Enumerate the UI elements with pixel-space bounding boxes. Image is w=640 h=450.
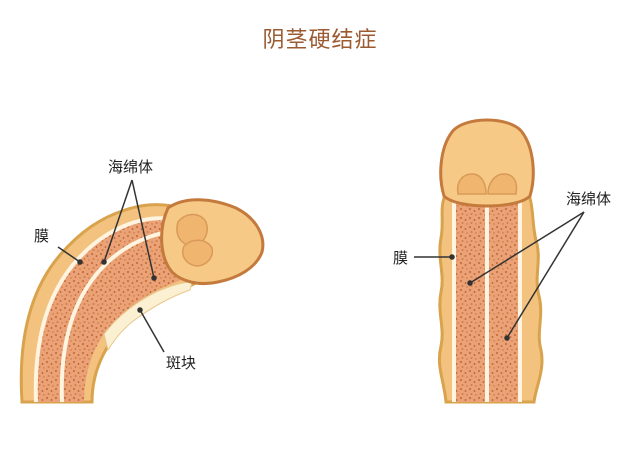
left-corpora-label: 海绵体 [108, 158, 154, 176]
right-glans [439, 118, 535, 208]
left-pointers [57, 179, 165, 353]
right-corpora-label: 海绵体 [566, 190, 612, 208]
left-glans [160, 198, 265, 286]
right-membrane-label: 膜 [393, 249, 409, 267]
straight-penis-figure [437, 118, 544, 404]
page-title: 阴茎硬结症 [262, 28, 378, 53]
left-membrane-label: 膜 [34, 227, 50, 245]
curved-penis-figure [19, 198, 265, 404]
right-pointers [414, 211, 585, 341]
left-plaque [103, 281, 193, 352]
left-plaque-label: 斑块 [166, 354, 197, 372]
left-membrane-outer [33, 216, 176, 403]
